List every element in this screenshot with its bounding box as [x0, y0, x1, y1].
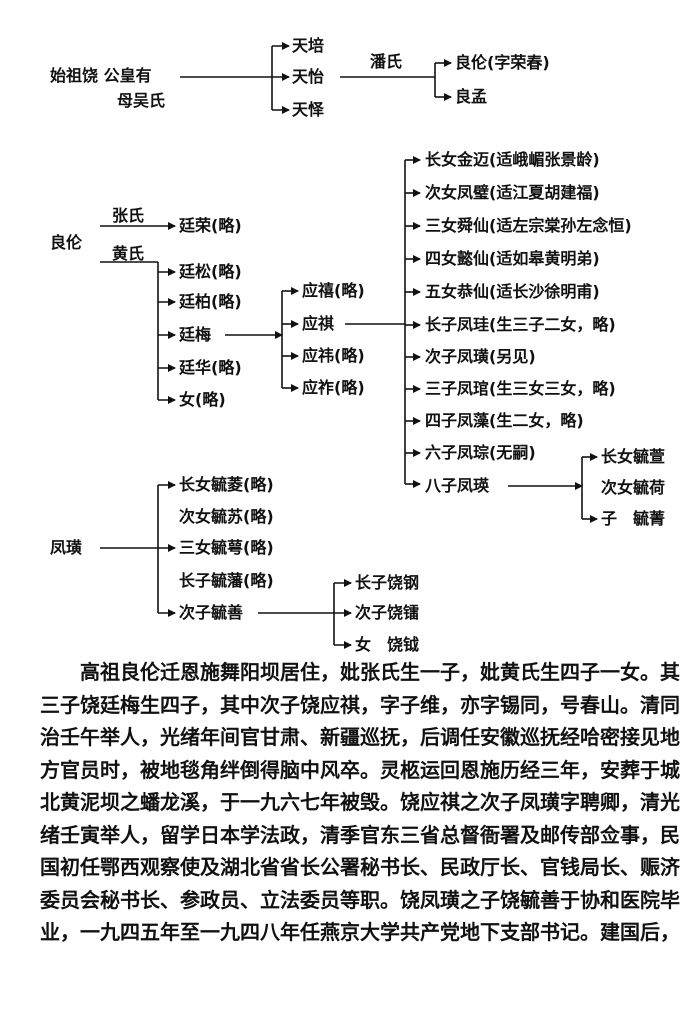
tree3-child: 三女毓萼(略) — [179, 538, 274, 557]
tree2-qichild: 五女恭仙(适长沙徐明甫) — [425, 282, 600, 301]
tree3-child: 长女毓菱(略) — [179, 475, 274, 494]
tree2-child: 廷松(略) — [179, 262, 242, 281]
tree2-wife1: 张氏 — [112, 206, 145, 225]
tree2-qichild: 长女金迈(适峨嵋张景龄) — [425, 150, 600, 169]
tree3-grandchild: 女 饶钺 — [355, 635, 420, 654]
body-text: 高祖良伦迁恩施舞阳坝居住，妣张氏生一子，妣黄氏生四子一女。其三子饶廷梅生四子，其… — [40, 656, 680, 949]
tree3-root: 凤璜 — [50, 538, 83, 557]
tree1-spouse: 潘氏 — [370, 52, 403, 71]
tree3-child: 长子毓藩(略) — [179, 571, 274, 590]
tree1-root-line2: 母吴氏 — [117, 91, 166, 110]
tree2-qichild: 六子凤琮(无嗣) — [425, 443, 536, 462]
tree1-son: 天培 — [292, 36, 325, 55]
tree2-qichild: 长子凤珪(生三子二女，略) — [425, 315, 616, 334]
tree3-grandchild: 长子饶钢 — [355, 573, 420, 592]
tree2-qichild: 三子凤琯(生三女三女，略) — [425, 379, 616, 398]
tree2-child: 廷梅 — [179, 325, 212, 344]
tree2-qichild: 三女舜仙(适左宗棠孙左念恒) — [425, 216, 632, 235]
tree3-grandchild: 次子饶镭 — [355, 603, 420, 622]
tree3-child: 次女毓苏(略) — [179, 507, 274, 526]
tree2-eighthson-child: 子 毓菁 — [601, 509, 666, 528]
tree2-meison: 应禧(略) — [302, 281, 365, 300]
tree2-child: 廷华(略) — [179, 358, 242, 377]
tree1-grandson: 良孟 — [455, 87, 488, 106]
tree2-wife1-child: 廷荣(略) — [179, 216, 242, 235]
tree2-qichild: 次女凤璧(适江夏胡建福) — [425, 183, 600, 202]
tree2-child: 女(略) — [179, 390, 226, 409]
genealogy-lines — [100, 42, 598, 649]
tree1-root-line1: 始祖饶 公皇有 — [50, 66, 152, 85]
tree3-child: 次子毓善 — [179, 603, 244, 622]
tree2-qichild: 次子凤璜(另见) — [425, 347, 536, 366]
tree2-root: 良伦 — [50, 233, 83, 252]
tree2-meison: 应祎(略) — [302, 346, 365, 365]
tree2-qichild: 四女懿仙(适如皋黄明弟) — [425, 249, 600, 268]
tree2-qichild: 四子凤藻(生二女，略) — [425, 411, 584, 430]
tree2-wife2: 黄氏 — [112, 244, 145, 263]
tree1-grandson: 良伦(字荣春) — [455, 53, 550, 72]
tree2-eighthson-child: 次女毓荷 — [601, 478, 666, 497]
tree2-qichild: 八子凤瑛 — [425, 476, 490, 495]
tree2-eighthson-child: 长女毓萱 — [601, 447, 666, 466]
tree2-meison: 应祺 — [302, 314, 335, 333]
tree2-child: 廷柏(略) — [179, 292, 242, 311]
body-paragraph: 高祖良伦迁恩施舞阳坝居住，妣张氏生一子，妣黄氏生四子一女。其三子饶廷梅生四子，其… — [40, 660, 680, 944]
tree1-son: 天怡 — [292, 67, 325, 86]
tree1-son: 天怿 — [292, 100, 325, 119]
tree2-meison: 应祚(略) — [302, 378, 365, 397]
